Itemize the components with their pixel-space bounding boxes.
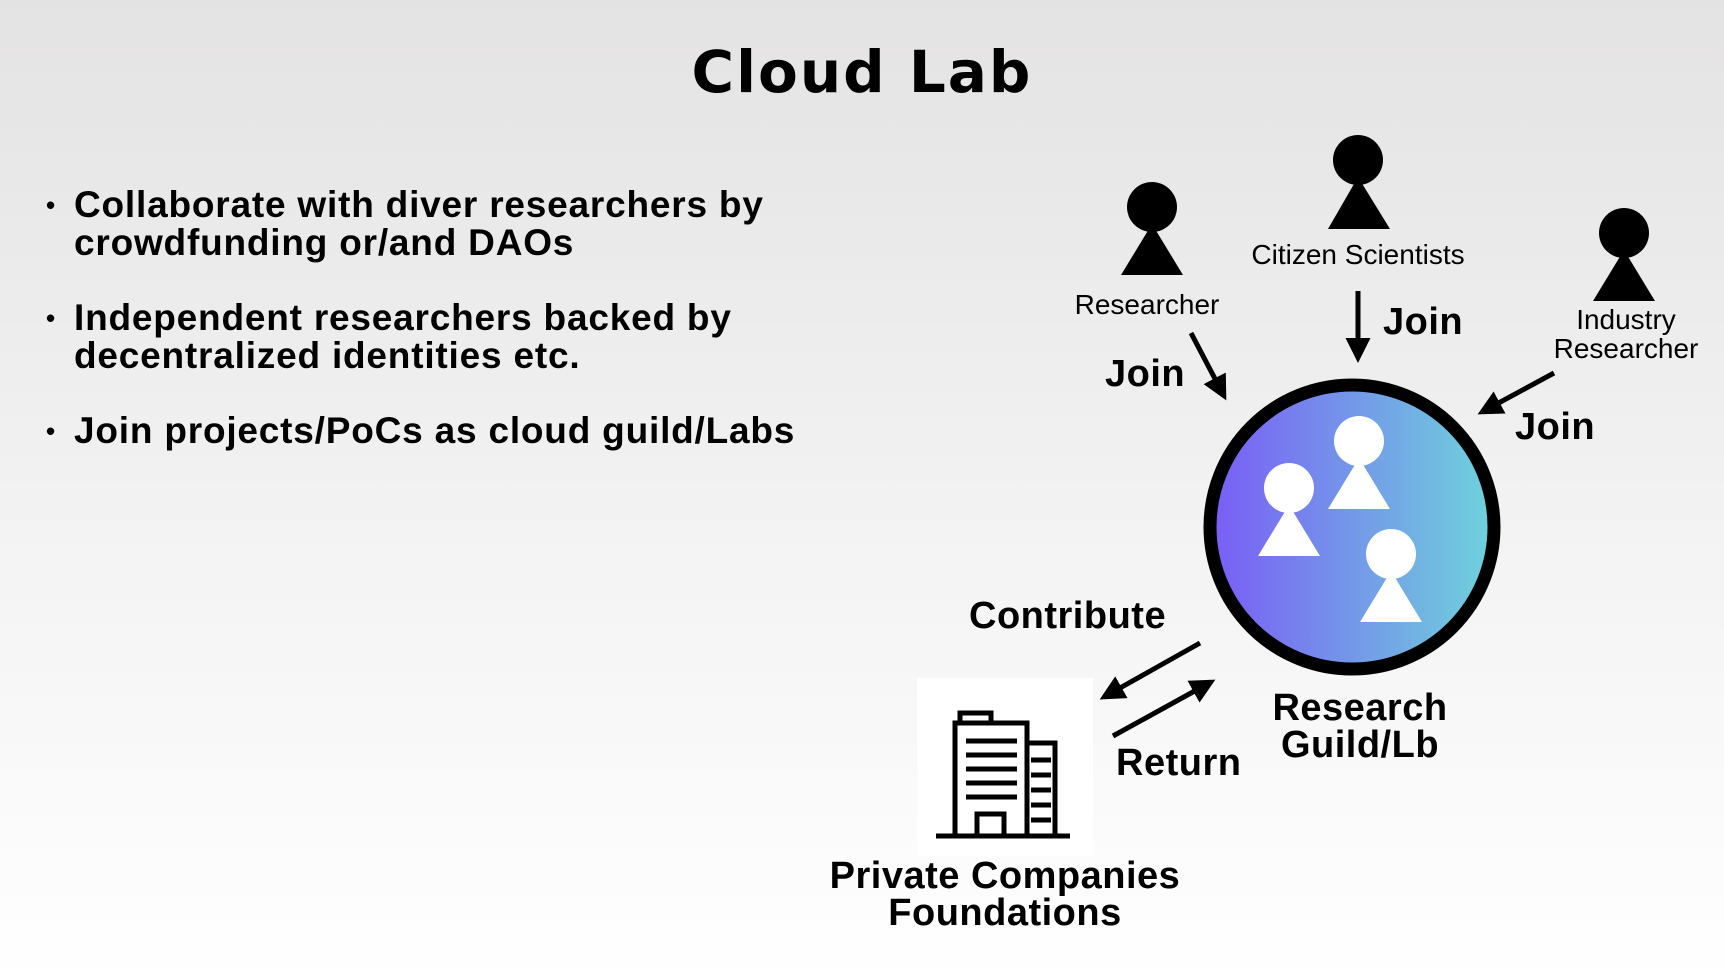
- research-guild-label-line: Research: [1272, 687, 1448, 729]
- team-icon: [1203, 378, 1501, 676]
- bullet-item: • Join projects/PoCs as cloud guild/Labs: [44, 412, 904, 450]
- researcher-person-icon: [1121, 182, 1183, 275]
- citizen-scientists-label: Citizen Scientists: [1251, 239, 1465, 270]
- researcher-label: Researcher: [1074, 289, 1220, 320]
- contribute-label: Contribute: [969, 595, 1167, 637]
- industry-researcher-label-line: Researcher: [1553, 333, 1699, 364]
- citizen-scientist-person-icon: [1328, 135, 1390, 229]
- join-arrow-icon: [1477, 370, 1556, 415]
- private-companies-label-line: Private Companies: [829, 855, 1181, 897]
- join-label: Join: [1105, 353, 1186, 395]
- bullet-line: Collaborate with diver researchers by: [74, 184, 764, 225]
- research-guild-label: Research Guild/Lb: [1240, 687, 1480, 766]
- bullet-line: Join projects/PoCs as cloud guild/Labs: [74, 410, 796, 451]
- join-label: Join: [1383, 301, 1464, 343]
- bullet-line: decentralized identities etc.: [74, 335, 581, 376]
- bullet-item: • Independent researchers backed by dece…: [44, 299, 904, 375]
- join-label: Join: [1515, 406, 1596, 448]
- bullet-dot: •: [46, 416, 56, 446]
- bullet-item: • Collaborate with diver researchers by …: [44, 186, 904, 262]
- slide-title: Cloud Lab: [691, 38, 1033, 106]
- bullet-list: • Collaborate with diver researchers by …: [44, 186, 904, 487]
- bullet-dot: •: [46, 190, 56, 220]
- join-arrow-icon: [1188, 331, 1227, 401]
- building-icon: [936, 710, 1070, 839]
- research-guild-label-line: Guild/Lb: [1280, 724, 1440, 766]
- private-companies-label-line: Foundations: [888, 892, 1122, 934]
- bullet-dot: •: [46, 303, 56, 333]
- private-companies-label: Private Companies Foundations: [800, 855, 1210, 934]
- industry-researcher-person-icon: [1593, 208, 1655, 301]
- bullet-line: Independent researchers backed by: [74, 297, 732, 338]
- bullet-line: crowdfunding or/and DAOs: [74, 222, 575, 263]
- return-arrow-icon: [1111, 679, 1216, 739]
- contribute-arrow-icon: [1099, 640, 1202, 700]
- industry-researcher-label-line: Industry: [1576, 304, 1676, 335]
- return-label: Return: [1116, 742, 1242, 784]
- industry-researcher-label: Industry Researcher: [1538, 305, 1714, 363]
